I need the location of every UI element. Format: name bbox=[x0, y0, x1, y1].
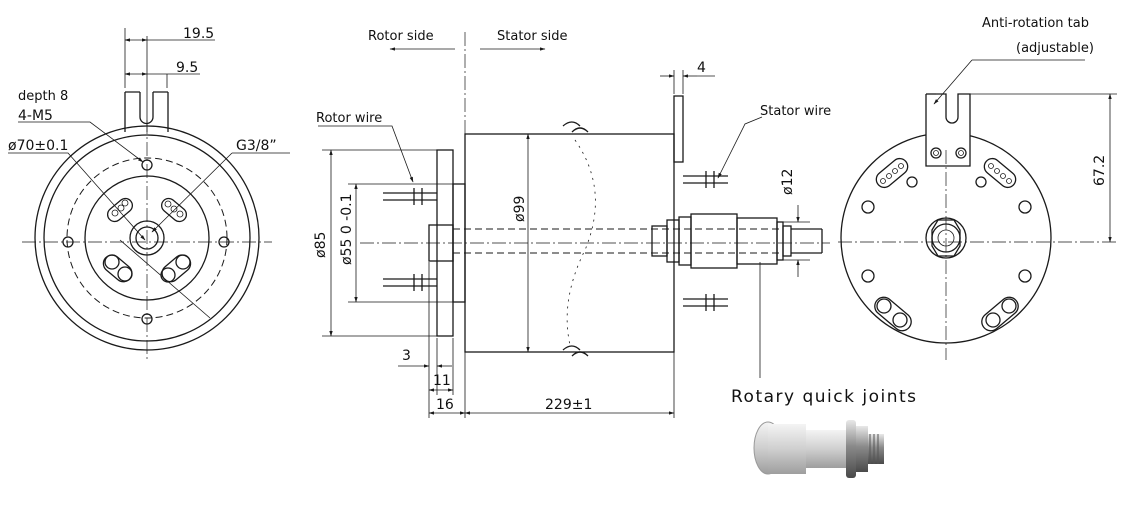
thread-g38-label: G3/8” bbox=[236, 138, 277, 154]
dim-3: 3 bbox=[402, 348, 411, 364]
dimension-labels: 19.5 9.5 depth 8 4-M5 ø70±0.1 G3/8” 4 ø8… bbox=[8, 26, 1108, 413]
dim-phi55: ø55 0 -0.1 bbox=[339, 193, 355, 265]
depth-label: depth 8 bbox=[18, 89, 68, 104]
rotor-side-label: Rotor side bbox=[368, 29, 434, 44]
dim-phi85: ø85 bbox=[313, 232, 329, 258]
side-view bbox=[318, 32, 830, 418]
anti-rotation-tab-label: Anti-rotation tab bbox=[982, 16, 1089, 31]
dim-phi12: ø12 bbox=[780, 169, 796, 195]
thread-m5-label: 4-M5 bbox=[18, 108, 53, 124]
stator-wire-label: Stator wire bbox=[760, 104, 831, 119]
dim-11: 11 bbox=[433, 373, 451, 389]
right-end-view bbox=[838, 59, 1118, 360]
dim-67-2: 67.2 bbox=[1092, 155, 1108, 186]
callout-labels: Rotor side Stator side Rotor wire Stator… bbox=[316, 16, 1094, 407]
rotor-wire-label: Rotor wire bbox=[316, 111, 382, 126]
dim-phi70: ø70±0.1 bbox=[8, 138, 68, 154]
dim-16: 16 bbox=[436, 397, 454, 413]
dim-4: 4 bbox=[697, 60, 706, 76]
dim-9-5: 9.5 bbox=[176, 60, 198, 76]
adjustable-label: (adjustable) bbox=[1016, 41, 1094, 56]
rotary-quick-joints-label: Rotary quick joints bbox=[731, 387, 918, 407]
dim-phi99: ø99 bbox=[512, 196, 528, 222]
dim-229: 229±1 bbox=[545, 397, 592, 413]
rotary-joint-photo bbox=[753, 420, 884, 478]
left-end-view bbox=[8, 28, 290, 360]
stator-side-label: Stator side bbox=[497, 29, 567, 44]
dim-19-5: 19.5 bbox=[183, 26, 214, 42]
